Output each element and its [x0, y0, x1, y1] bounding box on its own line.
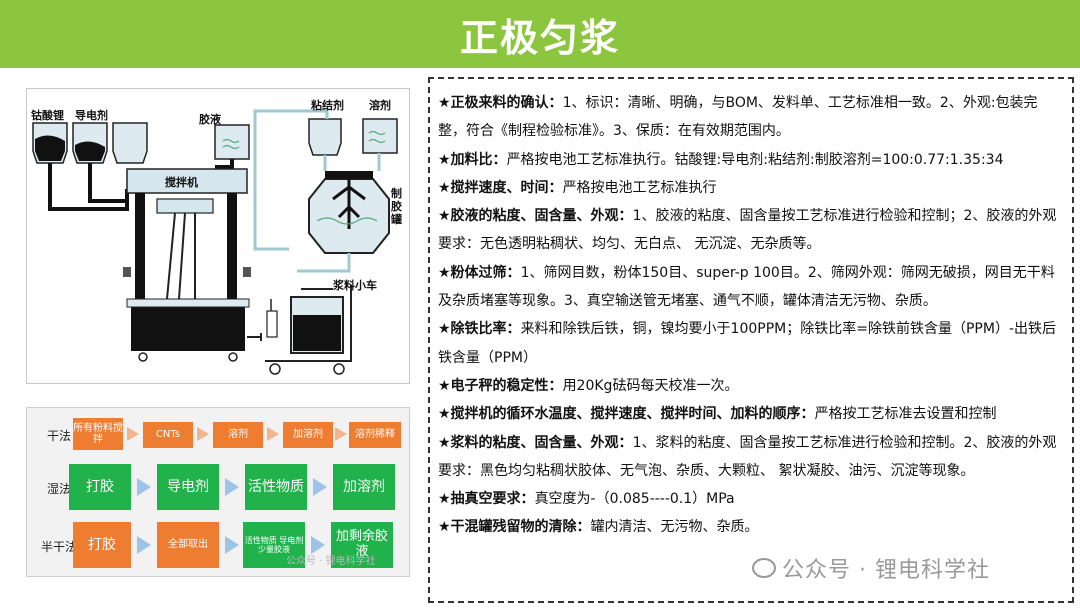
note-body: 严格按电池工艺标准执行。钴酸锂:导电剂:粘结剂:制胶溶剂=100:0.77:1.…: [506, 151, 1004, 168]
dry-step-3: 溶剂: [213, 422, 263, 448]
note-body: 用20Kg砝码每天校准一次。: [562, 377, 739, 394]
flow-arrow: [197, 427, 209, 441]
row-label-wet: 湿法: [46, 482, 71, 496]
conductor-hopper: [72, 122, 108, 164]
note-item: ★正极来料的确认：1、标识：清晰、明确，与BOM、发料单、工艺标准相一致。2、外…: [438, 89, 1064, 146]
lco-hopper: [32, 122, 68, 164]
glue-tank-small: [214, 124, 250, 160]
solvent-tank: [362, 118, 398, 154]
note-heading: ★搅拌速度、时间：: [438, 179, 563, 196]
dry-step-1: 所有粉料搅拌: [73, 418, 123, 450]
requirements-panel: ★正极来料的确认：1、标识：清晰、明确，与BOM、发料单、工艺标准相一致。2、外…: [428, 77, 1074, 603]
note-body: 1、标识：清晰、明确，与BOM、发料单、工艺标准相一致。2、外观:包装完整，符合…: [438, 95, 1038, 140]
note-heading: ★除铁比率：: [438, 321, 521, 338]
powder-hopper: [112, 122, 148, 164]
dry-step-5: 溶剂稀释: [349, 422, 401, 448]
note-heading: ★加料比：: [438, 151, 507, 168]
flow-arrow: [225, 536, 239, 554]
wet-step-4: 加溶剂: [333, 464, 395, 510]
mixing-equipment-diagram: 钴酸锂 导电剂 胶液 粘结剂 溶剂 搅拌机 制 胶 罐 浆料小车: [26, 88, 410, 384]
note-heading: ★干混罐残留物的清除：: [438, 519, 591, 536]
mixer: [123, 168, 262, 362]
note-body: 1、胶液的粘度、固含量按工艺标准进行检验和控制；2、胶液的外观要求：无色透明粘稠…: [438, 208, 1057, 253]
glue-tank-label: 制 胶 罐: [391, 187, 402, 226]
process-flow-panel: 干法 所有粉料搅拌 CNTs 溶剂 加溶剂 溶剂稀释 湿法 打胶 导电剂 活性物…: [26, 407, 410, 577]
row-label-dry: 干法: [46, 429, 71, 443]
note-body: 1、筛网目数，粉体150目、super-p 100目。2、筛网外观：筛网无破损，…: [438, 264, 1055, 310]
note-item: ★干混罐残留物的清除：罐内清洁、无污物、杂质。: [438, 513, 1064, 541]
cart-label: 浆料小车: [333, 279, 377, 292]
note-item: ★粉体过筛：1、筛网目数，粉体150目、super-p 100目。2、筛网外观：…: [438, 259, 1064, 316]
flow-arrow: [137, 478, 151, 496]
title-banner: 正极匀浆: [0, 0, 1080, 68]
note-heading: ★浆料的粘度、固含量、外观：: [438, 434, 633, 451]
semidry-step-2: 全部取出: [157, 522, 219, 568]
note-item: ★加料比：严格按电池工艺标准执行。钴酸锂:导电剂:粘结剂:制胶溶剂=100:0.…: [438, 146, 1064, 174]
flow-arrow: [127, 427, 139, 441]
flow-arrow: [137, 536, 151, 554]
note-heading: ★搅拌机的循环水温度、搅拌速度、搅拌时间、加料的顺序：: [438, 406, 815, 423]
binder-label: 粘结剂: [311, 99, 344, 112]
note-heading: ★电子秤的稳定性：: [438, 377, 563, 394]
note-body: 真空度为-（0.085----0.1）MPa: [534, 491, 735, 508]
flow-watermark: 公众号 · 锂电科学社: [286, 556, 376, 567]
wechat-icon: [752, 558, 776, 578]
equipment-drawing: [32, 109, 398, 375]
mixer-label: 搅拌机: [165, 176, 198, 189]
note-body: 严格按工艺标准去设置和控制: [814, 406, 997, 423]
wet-step-2: 导电剂: [157, 464, 219, 510]
note-item: ★电子秤的稳定性：用20Kg砝码每天校准一次。: [438, 372, 1064, 400]
page-title: 正极匀浆: [459, 15, 620, 60]
note-heading: ★抽真空要求：: [438, 491, 535, 508]
flow-arrow: [311, 536, 325, 554]
note-item: ★除铁比率：来料和除铁后铁，铜，镍均要小于100PPM；除铁比率=除铁前铁含量（…: [438, 315, 1064, 372]
flow-arrow: [335, 427, 347, 441]
solvent-label: 溶剂: [369, 99, 391, 112]
flow-arrow: [313, 478, 327, 496]
note-item: ★搅拌机的循环水温度、搅拌速度、搅拌时间、加料的顺序：严格按工艺标准去设置和控制: [438, 400, 1064, 428]
semidry-step-1: 打胶: [73, 522, 131, 568]
dry-step-4: 加溶剂: [283, 422, 333, 448]
watermark: 公众号 · 锂电科学社: [752, 552, 990, 584]
wet-step-1: 打胶: [69, 464, 131, 510]
note-item: ★胶液的粘度、固含量、外观：1、胶液的粘度、固含量按工艺标准进行检验和控制；2、…: [438, 202, 1064, 259]
wet-step-3: 活性物质: [245, 464, 307, 510]
row-label-semidry: 半干法: [40, 540, 77, 554]
note-body: 严格按电池工艺标准执行: [562, 179, 717, 196]
semidry-step-3: 活性物质 导电剂 少量胶液: [243, 522, 305, 568]
semidry-step-4: 加剩余胶液: [331, 522, 393, 568]
note-item: ★浆料的粘度、固含量、外观：1、浆料的粘度、固含量按工艺标准进行检验和控制。2、…: [438, 429, 1064, 486]
note-body: 罐内清洁、无污物、杂质。: [590, 519, 759, 536]
conductor-label: 导电剂: [75, 109, 108, 122]
flow-arrow: [225, 478, 239, 496]
note-heading: ★胶液的粘度、固含量、外观：: [438, 208, 633, 225]
note-body: 来料和除铁后铁，铜，镍均要小于100PPM；除铁比率=除铁前铁含量（PPM）-出…: [438, 321, 1056, 366]
lco-label: 钴酸锂: [31, 109, 64, 122]
flow-arrow: [267, 427, 279, 441]
binder-hopper: [308, 118, 342, 156]
note-item: ★搅拌速度、时间：严格按电池工艺标准执行: [438, 174, 1064, 202]
glue-preparation-tank: [297, 171, 390, 273]
note-heading: ★正极来料的确认：: [438, 95, 563, 111]
dry-step-2: CNTs: [143, 422, 193, 448]
glue-label: 胶液: [199, 113, 221, 126]
slurry-cart: [265, 285, 352, 375]
watermark-text: 公众号 · 锂电科学社: [782, 558, 990, 583]
note-body: 1、浆料的粘度、固含量按工艺标准进行检验和控制。2、胶液的外观要求：黑色均匀粘稠…: [438, 434, 1057, 479]
note-heading: ★粉体过筛：: [438, 264, 521, 281]
note-item: ★抽真空要求：真空度为-（0.085----0.1）MPa: [438, 485, 1064, 513]
